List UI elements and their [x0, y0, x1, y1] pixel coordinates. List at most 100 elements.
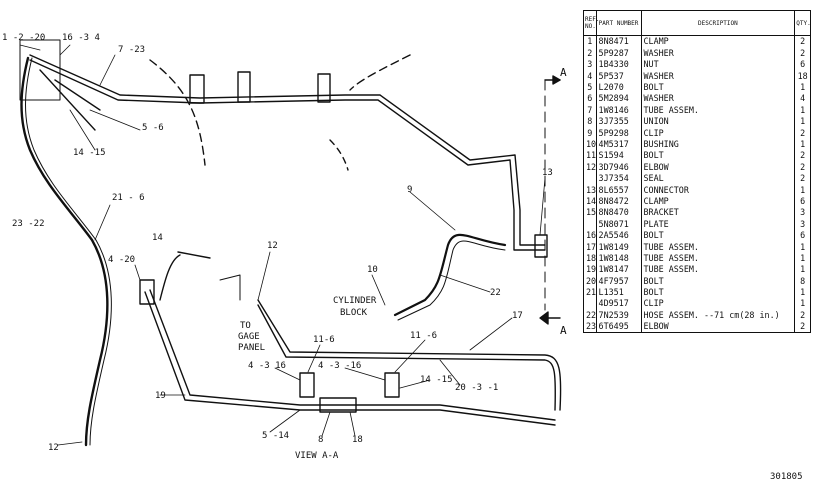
- callout: 5 -14: [262, 431, 289, 441]
- col-description: DESCRIPTION: [640, 10, 796, 36]
- qty-cell: 3: [794, 218, 811, 230]
- table-header-row: REF. NO. PART NUMBER DESCRIPTION QTY.: [583, 10, 811, 36]
- col-qty: QTY.: [794, 10, 811, 36]
- description-cell: TUBE ASSEM.: [640, 241, 796, 253]
- callout: 11-6: [313, 335, 335, 345]
- description-cell: CONNECTOR: [640, 184, 796, 196]
- callout: 4 -3 -16: [318, 361, 361, 371]
- to-gage-panel-label: GAGE: [238, 332, 260, 342]
- part-number-cell: 5M2894: [595, 92, 642, 105]
- ref-cell: 6: [583, 92, 597, 105]
- ref-cell: 14: [583, 195, 597, 207]
- callout: 19: [155, 391, 166, 401]
- callout: 23 -22: [12, 219, 45, 229]
- part-number-cell: 7N2539: [595, 309, 642, 321]
- description-cell: BOLT: [640, 275, 796, 287]
- qty-cell: 8: [794, 275, 811, 287]
- drawing-number: 301805: [770, 472, 803, 482]
- part-number-cell: L1351: [595, 286, 642, 298]
- description-cell: WASHER: [640, 47, 796, 59]
- part-number-cell: 8N8471: [595, 35, 642, 48]
- description-cell: ELBOW: [640, 161, 796, 173]
- tube-19: [149, 289, 556, 421]
- callout: 17: [512, 311, 523, 321]
- qty-cell: 1: [794, 263, 811, 276]
- ref-cell: 15: [583, 206, 597, 219]
- ref-cell: 13: [583, 184, 597, 196]
- part-number-cell: 1W8148: [595, 252, 642, 264]
- part-number-cell: S1594: [595, 149, 642, 162]
- part-number-cell: 8L6557: [595, 184, 642, 196]
- ref-cell: 17: [583, 241, 597, 253]
- ref-cell: 4: [583, 70, 597, 82]
- qty-cell: 6: [794, 195, 811, 207]
- section-marker: A: [560, 324, 567, 337]
- ref-cell: 22: [583, 309, 597, 321]
- engine-outline: [149, 59, 206, 166]
- description-cell: BOLT: [640, 81, 796, 93]
- ref-cell: [583, 218, 597, 230]
- qty-cell: 6: [794, 58, 811, 71]
- ref-cell: 18: [583, 252, 597, 264]
- ref-cell: 16: [583, 229, 597, 242]
- callout: 22: [490, 288, 501, 298]
- qty-cell: 6: [794, 229, 811, 242]
- qty-cell: 3: [794, 206, 811, 219]
- ref-cell: 1: [583, 35, 597, 48]
- description-cell: SEAL: [640, 172, 796, 185]
- callout: 14: [152, 233, 163, 243]
- ref-cell: 10: [583, 138, 597, 150]
- hose-right: [393, 233, 507, 317]
- part-number-cell: 1W8147: [595, 263, 642, 276]
- part-number-cell: 4M5317: [595, 138, 642, 150]
- qty-cell: 2: [794, 172, 811, 185]
- description-cell: TUBE ASSEM.: [640, 252, 796, 264]
- ref-cell: 19: [583, 263, 597, 276]
- part-number-cell: L2070: [595, 81, 642, 93]
- part-number-cell: 5P537: [595, 70, 642, 82]
- qty-cell: 2: [794, 127, 811, 139]
- qty-cell: 4: [794, 92, 811, 105]
- description-cell: CLAMP: [640, 195, 796, 207]
- ref-cell: 5: [583, 81, 597, 93]
- qty-cell: 1: [794, 286, 811, 298]
- part-number-cell: 1W8149: [595, 241, 642, 253]
- part-number-cell: 1W8146: [595, 104, 642, 116]
- to-gage-panel-label: PANEL: [238, 343, 265, 353]
- part-number-cell: 3J7354: [595, 172, 642, 185]
- part-number-cell: 5P9287: [595, 47, 642, 59]
- col-part-number: PART NUMBER: [595, 10, 642, 36]
- part-number-cell: 4F7957: [595, 275, 642, 287]
- part-number-cell: 4D9517: [595, 297, 642, 310]
- callout: 16 -3 4: [62, 33, 100, 43]
- qty-cell: 1: [794, 115, 811, 128]
- ref-cell: 2: [583, 47, 597, 59]
- hose-left: [20, 56, 109, 447]
- callout: 4 -3 16: [248, 361, 286, 371]
- qty-cell: 1: [794, 252, 811, 264]
- ref-cell: 12: [583, 161, 597, 173]
- ref-cell: 21: [583, 286, 597, 298]
- callout: 5 -6: [142, 123, 164, 133]
- qty-cell: 1: [794, 104, 811, 116]
- description-cell: HOSE ASSEM. --71 cm(28 in.): [640, 309, 796, 321]
